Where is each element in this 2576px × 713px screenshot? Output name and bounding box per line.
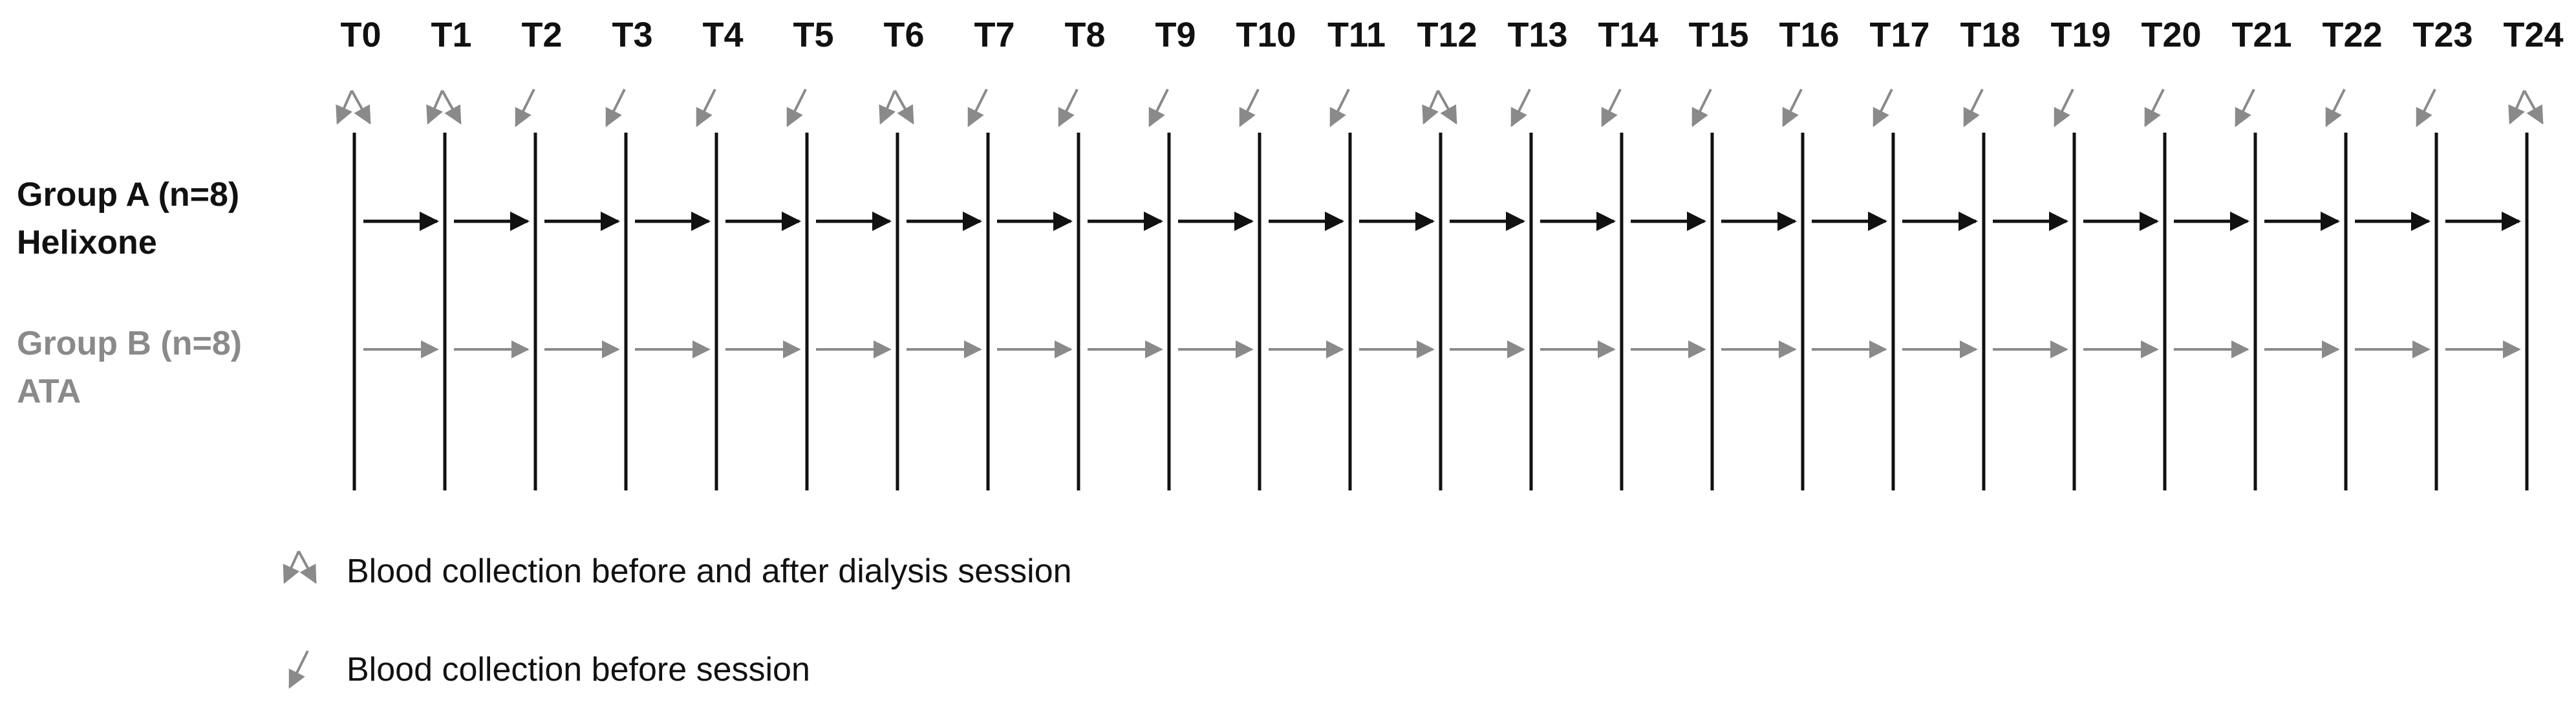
timepoint-label-T14: T14 bbox=[1598, 16, 1658, 54]
single-arrow-icon bbox=[696, 89, 716, 127]
double-arrow-icon bbox=[2508, 90, 2544, 125]
single-arrow-icon bbox=[786, 89, 807, 127]
timepoint-label-T21: T21 bbox=[2231, 16, 2292, 54]
timepoint-label-T17: T17 bbox=[1869, 16, 1929, 54]
single-arrow-icon bbox=[1329, 89, 1350, 127]
sampling-markers bbox=[336, 89, 2544, 127]
group-b-label: Group B (n=8) ATA bbox=[17, 325, 242, 410]
timepoint-label-T9: T9 bbox=[1155, 16, 1196, 54]
timepoint-label-T22: T22 bbox=[2322, 16, 2382, 54]
single-arrow-icon bbox=[1873, 89, 1893, 127]
single-arrow-icon bbox=[605, 89, 626, 127]
single-arrow-icon bbox=[1148, 89, 1169, 127]
timepoint-label-T0: T0 bbox=[340, 16, 381, 54]
single-arrow-icon bbox=[2325, 89, 2346, 127]
timepoint-label-T10: T10 bbox=[1236, 16, 1296, 54]
group-a-membrane: Helixone bbox=[17, 224, 157, 261]
legend-before-text: Blood collection before session bbox=[347, 651, 810, 688]
single-arrow-icon bbox=[1239, 89, 1260, 127]
timepoint-label-T6: T6 bbox=[883, 16, 924, 54]
timepoint-label-T16: T16 bbox=[1779, 16, 1839, 54]
single-arrow-icon bbox=[2144, 89, 2165, 127]
single-arrow-icon bbox=[1963, 89, 1984, 127]
double-arrow-icon bbox=[336, 90, 371, 125]
timepoint-label-T7: T7 bbox=[974, 16, 1014, 54]
double-arrow-icon bbox=[426, 90, 462, 125]
timepoint-label-T11: T11 bbox=[1327, 16, 1386, 54]
timepoint-labels: T0 T1 T2 T3 T4 T5 T6 T7 T8 T9 T10 T11 T12 T13 T14 T15 T1… bbox=[340, 16, 2563, 54]
timepoint-label-T19: T19 bbox=[2050, 16, 2110, 54]
group-b-name: Group B (n=8) bbox=[17, 325, 242, 362]
double-arrow-icon bbox=[1422, 90, 1457, 125]
timepoint-label-T20: T20 bbox=[2141, 16, 2201, 54]
timepoint-label-T12: T12 bbox=[1417, 16, 1477, 54]
legend-before-after-text: Blood collection before and after dialys… bbox=[347, 553, 1072, 590]
timepoint-label-T4: T4 bbox=[702, 16, 743, 54]
timepoint-label-T13: T13 bbox=[1507, 16, 1567, 54]
single-arrow-icon bbox=[515, 89, 535, 127]
timepoint-label-T1: T1 bbox=[431, 16, 471, 54]
single-arrow-icon bbox=[288, 650, 309, 689]
single-arrow-icon bbox=[2054, 89, 2074, 127]
group-a-name: Group A (n=8) bbox=[17, 176, 239, 214]
double-arrow-icon bbox=[879, 90, 914, 125]
timepoint-label-T8: T8 bbox=[1064, 16, 1105, 54]
single-arrow-icon bbox=[1510, 89, 1531, 127]
single-arrow-icon bbox=[2416, 89, 2436, 127]
single-arrow-icon bbox=[1691, 89, 1712, 127]
single-arrow-icon bbox=[1058, 89, 1079, 127]
single-arrow-icon bbox=[2235, 89, 2255, 127]
single-arrow-icon bbox=[1782, 89, 1803, 127]
legend: Blood collection before and after dialys… bbox=[283, 551, 1072, 689]
timepoint-label-T2: T2 bbox=[521, 16, 562, 54]
double-arrow-icon bbox=[283, 551, 317, 584]
single-arrow-icon bbox=[967, 89, 988, 127]
timepoint-lines bbox=[352, 133, 2529, 490]
group-b-membrane: ATA bbox=[17, 373, 81, 410]
timepoint-label-T5: T5 bbox=[793, 16, 833, 54]
single-arrow-icon bbox=[1601, 89, 1622, 127]
timepoint-label-T3: T3 bbox=[612, 16, 652, 54]
group-a-label: Group A (n=8) Helixone bbox=[17, 176, 239, 261]
timepoint-label-T24: T24 bbox=[2503, 16, 2563, 54]
timepoint-label-T18: T18 bbox=[1960, 16, 2020, 54]
timepoint-label-T23: T23 bbox=[2412, 16, 2473, 54]
timepoint-label-T15: T15 bbox=[1688, 16, 1748, 54]
